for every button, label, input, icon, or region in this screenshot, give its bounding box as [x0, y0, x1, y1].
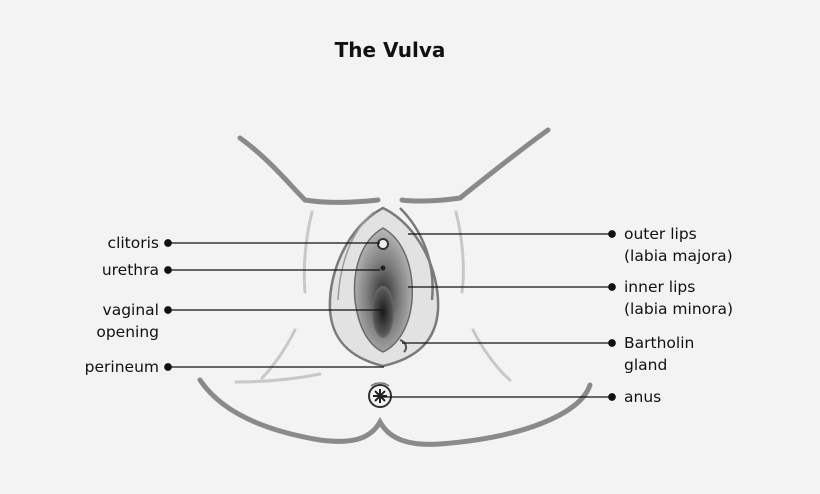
label-outer-lips-line1: outer lips	[624, 225, 697, 243]
label-vaginal-opening-line2: opening	[96, 323, 159, 341]
label-bartholin-line2: gland	[624, 356, 668, 374]
label-bartholin-gland: Bartholin gland	[624, 332, 694, 376]
leader-lines	[164, 230, 616, 401]
label-inner-lips-line2: (labia minora)	[624, 300, 734, 318]
label-bartholin-line1: Bartholin	[624, 334, 695, 352]
vaginal-opening-shape	[372, 286, 394, 338]
thigh-crease-lines	[234, 210, 512, 384]
label-urethra: urethra	[101, 261, 159, 279]
anus-shape	[368, 384, 392, 408]
label-perineum: perineum	[84, 358, 159, 376]
label-inner-lips-line1: inner lips	[624, 278, 696, 296]
label-clitoris: clitoris	[107, 234, 159, 252]
diagram-title: The Vulva	[334, 38, 446, 62]
clitoris-shape	[377, 238, 389, 250]
label-anus: anus	[624, 388, 662, 406]
body-outline	[197, 127, 593, 447]
label-vaginal-opening: vaginal opening	[96, 299, 159, 343]
label-outer-lips-line2: (labia majora)	[624, 247, 733, 265]
label-vaginal-opening-line1: vaginal	[102, 301, 159, 319]
label-outer-lips: outer lips (labia majora)	[624, 223, 733, 267]
label-inner-lips: inner lips (labia minora)	[624, 276, 733, 320]
urethra-shape	[380, 265, 386, 271]
